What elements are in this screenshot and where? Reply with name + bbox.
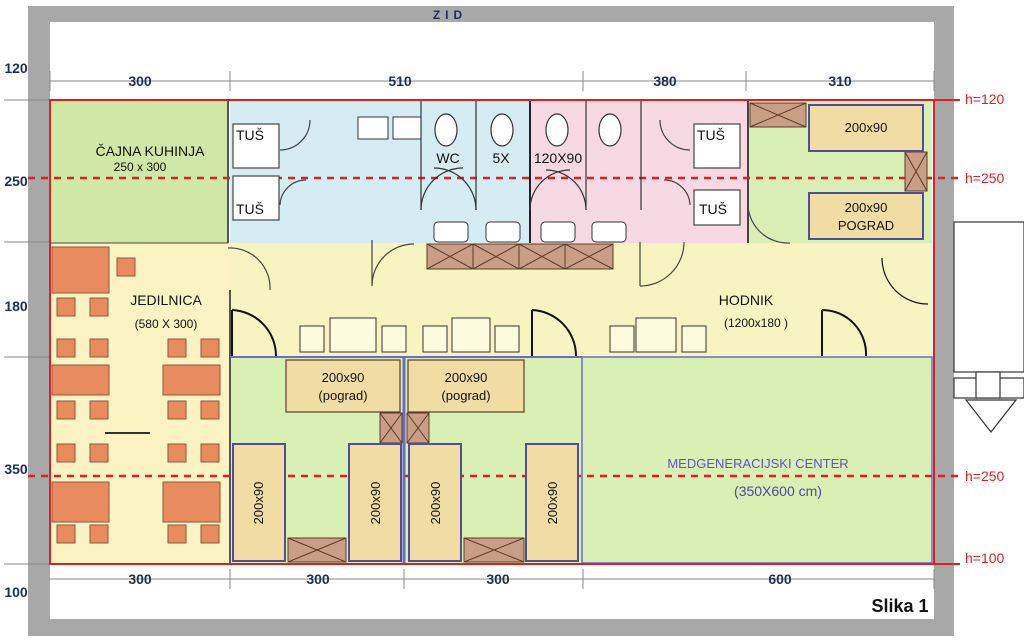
height-label-1: h=120	[965, 91, 1005, 107]
toilet-stalls	[420, 101, 642, 211]
exterior-structure	[953, 221, 1024, 433]
left-dim-4: 350	[4, 461, 28, 477]
bottom-dim-3: 300	[486, 571, 510, 587]
upper-right-bed-2	[808, 192, 924, 240]
top-dim-3: 380	[653, 73, 677, 89]
hallway-name: HODNIK	[719, 292, 774, 308]
bottom-dim-4: 600	[768, 571, 792, 587]
top-dim-4: 310	[828, 73, 852, 89]
dining-name: JEDILNICA	[130, 292, 202, 308]
shower-label-2: TUŠ	[236, 201, 264, 217]
bunk-1	[285, 359, 401, 413]
wall-label: ZID	[433, 8, 467, 22]
door-swings-hall	[231, 257, 929, 357]
wc-label: WC	[436, 150, 459, 166]
vbed-1-label: 200x90	[251, 482, 266, 525]
shower-label-1: TUŠ	[236, 127, 264, 143]
medgen-name: MEDGENERACIJSKI CENTER	[667, 456, 848, 471]
bunk-2-sub: (pograd)	[441, 388, 490, 403]
figure-caption: Slika 1	[871, 596, 928, 616]
height-label-4: h=100	[965, 550, 1005, 566]
upper-right-bed-2-sub: POGRAD	[838, 218, 894, 233]
shower-label-3: TUŠ	[697, 127, 725, 143]
left-dim-1: 120	[4, 60, 28, 76]
bottom-dim-1: 300	[128, 571, 152, 587]
bunk-1-label: 200x90	[322, 370, 365, 385]
dining-furniture	[51, 246, 221, 544]
height-label-3: h=250	[965, 468, 1005, 484]
left-dim-5: 100	[4, 584, 28, 600]
kitchen-area	[50, 101, 228, 243]
stall-size-label: 120X90	[534, 150, 582, 166]
upper-right-cabinets	[749, 102, 928, 192]
bunk-2	[407, 359, 525, 413]
hallway-size: (1200x180 )	[724, 316, 788, 330]
hallway-tables	[299, 317, 707, 353]
top-dim-2: 510	[388, 73, 412, 89]
vbed-4-label: 200x90	[545, 482, 560, 525]
urinals	[357, 116, 422, 140]
top-dim-1: 300	[128, 73, 152, 89]
left-dim-3: 180	[4, 298, 28, 314]
bottom-dim-2: 300	[306, 571, 330, 587]
bunk-1-sub: (pograd)	[318, 388, 367, 403]
bunk-2-label: 200x90	[445, 370, 488, 385]
kitchen-size: 250 x 300	[114, 160, 167, 174]
left-dim-2: 250	[4, 173, 28, 189]
medgen-size: (350X600 cm)	[734, 483, 822, 499]
height-label-2: h=250	[965, 170, 1005, 186]
shower-units	[232, 123, 741, 226]
kitchen-name: ČAJNA KUHINJA	[96, 143, 206, 159]
dining-size: (580 X 300)	[135, 317, 198, 331]
medgen-center-area	[581, 356, 933, 564]
upper-right-bed-1-label: 200x90	[845, 120, 888, 135]
bedroom-cabinets	[287, 412, 525, 563]
shower-label-4: TUŠ	[699, 201, 727, 217]
sinks	[433, 221, 627, 243]
vbed-2-label: 200x90	[368, 482, 383, 525]
vertical-beds	[232, 443, 579, 562]
door-swings-bath	[227, 119, 791, 291]
upper-right-bed-2-label: 200x90	[845, 200, 888, 215]
vbed-3-label: 200x90	[428, 482, 443, 525]
cabinets-hall	[426, 243, 614, 270]
five-x-label: 5X	[492, 150, 510, 166]
upper-right-bed-1	[808, 104, 924, 152]
